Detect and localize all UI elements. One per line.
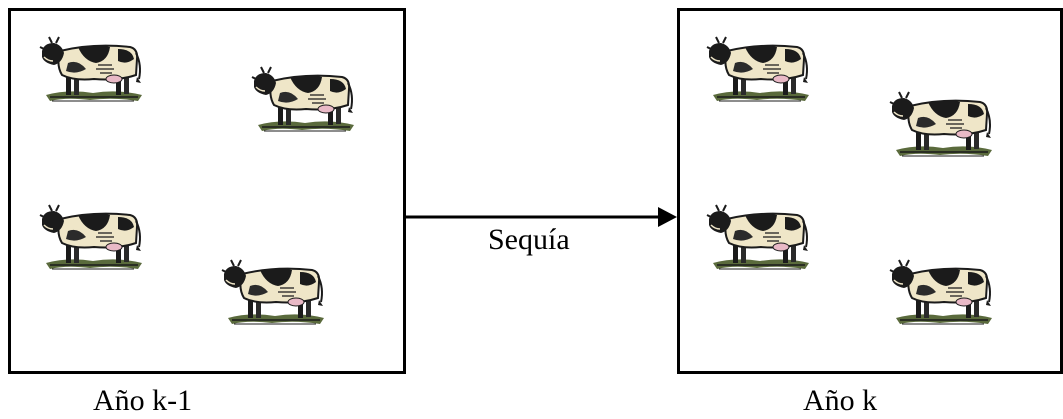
arrow-label: Sequía	[488, 223, 570, 256]
before-label: Año k-1	[93, 384, 193, 417]
after-label: Año k	[803, 384, 878, 417]
arrow-head-icon	[658, 207, 677, 227]
